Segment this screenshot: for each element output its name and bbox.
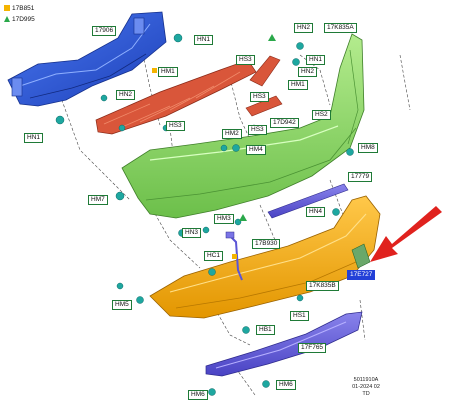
reference-block: 5011910A 01-2024 02 TD bbox=[336, 377, 396, 398]
label-hs2[interactable]: HS2 bbox=[312, 110, 331, 120]
label-hs1[interactable]: HS1 bbox=[290, 311, 309, 321]
label-hs3[interactable]: HS3 bbox=[250, 92, 269, 102]
triangle-marker-icon bbox=[4, 16, 10, 23]
label-hm1[interactable]: HM1 bbox=[288, 80, 308, 90]
label-17b930[interactable]: 17B930 bbox=[252, 239, 281, 249]
label-hb1[interactable]: HB1 bbox=[256, 325, 275, 335]
label-17906[interactable]: 17906 bbox=[92, 26, 117, 36]
label-hn1[interactable]: HN1 bbox=[306, 55, 326, 65]
label-hn2[interactable]: HN2 bbox=[298, 67, 318, 77]
label-hn1[interactable]: HN1 bbox=[194, 35, 214, 45]
label-17f765[interactable]: 17F765 bbox=[298, 343, 327, 353]
label-hm1[interactable]: HM1 bbox=[158, 67, 178, 77]
label-17d942[interactable]: 17D942 bbox=[270, 118, 299, 128]
reference-number: 5011910A bbox=[353, 377, 379, 383]
label-hn1[interactable]: HN1 bbox=[24, 133, 44, 143]
legend-code: 17B851 bbox=[12, 5, 35, 12]
label-17779[interactable]: 17779 bbox=[348, 172, 373, 182]
label-hm4[interactable]: HM4 bbox=[246, 145, 266, 155]
bumper-reinforcement bbox=[7, 11, 167, 107]
label-hm3[interactable]: HM3 bbox=[214, 214, 234, 224]
label-hm6[interactable]: HM6 bbox=[276, 380, 296, 390]
label-hn3[interactable]: HN3 bbox=[182, 228, 202, 238]
part-markers bbox=[152, 34, 276, 259]
label-17e727[interactable]: 17E727 bbox=[347, 270, 376, 280]
legend-code: 17D995 bbox=[12, 16, 35, 23]
label-hn4[interactable]: HN4 bbox=[306, 207, 326, 217]
label-hn2[interactable]: HN2 bbox=[294, 23, 314, 33]
label-17k835b[interactable]: 17K835B bbox=[306, 281, 339, 291]
label-hm8[interactable]: HM8 bbox=[358, 143, 378, 153]
label-hm7[interactable]: HM7 bbox=[88, 195, 108, 205]
side-absorbers bbox=[245, 55, 283, 117]
highlight-arrow bbox=[370, 206, 442, 262]
label-hs3[interactable]: HS3 bbox=[236, 55, 255, 65]
fasteners bbox=[55, 33, 354, 396]
bumper-cover-upper bbox=[121, 33, 365, 219]
reference-code: TD bbox=[362, 391, 370, 397]
label-hn2[interactable]: HN2 bbox=[116, 90, 136, 100]
legend-item-triangle: 17D995 bbox=[4, 16, 35, 23]
trim-strip bbox=[267, 183, 349, 219]
reference-date: 01-2024 02 bbox=[352, 384, 380, 390]
energy-absorber bbox=[95, 59, 257, 135]
square-marker-icon bbox=[4, 5, 10, 12]
legend-item-square: 17B851 bbox=[4, 5, 34, 12]
label-hm5[interactable]: HM5 bbox=[112, 300, 132, 310]
lower-valance bbox=[205, 311, 363, 377]
label-17k835a[interactable]: 17K835A bbox=[324, 23, 357, 33]
bumper-cover-lower bbox=[149, 195, 381, 319]
label-hm2[interactable]: HM2 bbox=[222, 129, 242, 139]
label-hm6[interactable]: HM6 bbox=[188, 390, 208, 400]
label-hs3[interactable]: HS3 bbox=[166, 121, 185, 131]
label-hs3[interactable]: HS3 bbox=[248, 125, 267, 135]
label-hc1[interactable]: HC1 bbox=[204, 251, 224, 261]
